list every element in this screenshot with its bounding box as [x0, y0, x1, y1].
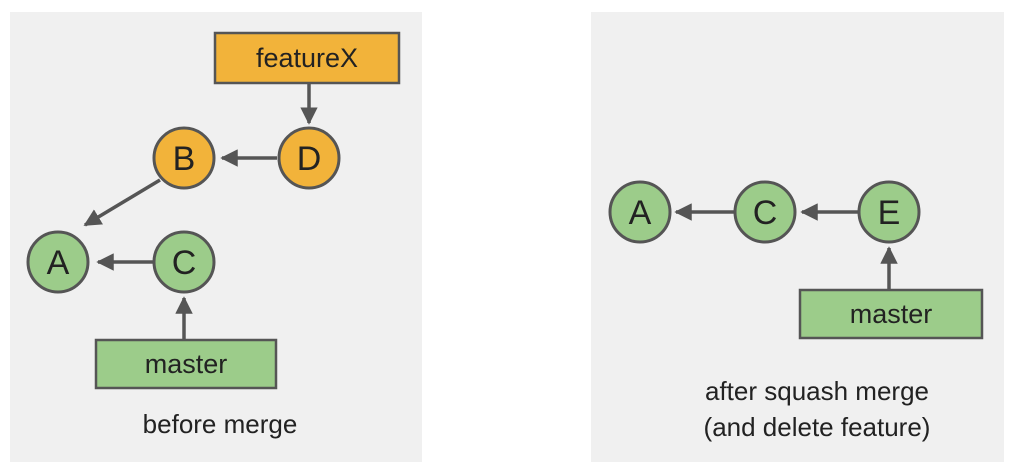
commit-node-a-after: A	[608, 180, 672, 244]
commit-label-c-after: C	[753, 194, 778, 232]
commit-label-c: C	[172, 244, 197, 282]
commit-node-b: B	[152, 126, 216, 190]
commit-node-c-after: C	[733, 180, 797, 244]
after-merge-caption-line2: (and delete feature)	[704, 412, 931, 442]
branch-featurex-box: featureX	[213, 31, 401, 85]
commit-label-e-after: E	[878, 194, 901, 232]
commit-label-d: D	[297, 140, 322, 178]
after-merge-panel: A C E master after squash merge (and del…	[591, 12, 1004, 462]
commit-node-e-after: E	[857, 180, 921, 244]
before-merge-caption: before merge	[143, 409, 298, 439]
commit-label-a-after: A	[629, 194, 652, 232]
after-merge-caption-line1: after squash merge	[705, 376, 929, 406]
commit-label-b: B	[173, 140, 196, 178]
branch-master-label-after: master	[850, 299, 933, 329]
branch-master-box-after: master	[798, 288, 984, 340]
branch-master-label: master	[145, 349, 228, 379]
after-panel-background	[591, 12, 1004, 462]
branch-master-box: master	[94, 338, 278, 390]
arrow-b-to-a	[83, 178, 161, 227]
commit-label-a: A	[47, 244, 70, 282]
branch-featurex-label: featureX	[256, 43, 358, 73]
commit-node-c: C	[152, 230, 216, 294]
commit-node-d: D	[277, 126, 341, 190]
before-merge-panel: featureX B D A C master before merge	[10, 12, 422, 462]
commit-node-a: A	[26, 230, 90, 294]
